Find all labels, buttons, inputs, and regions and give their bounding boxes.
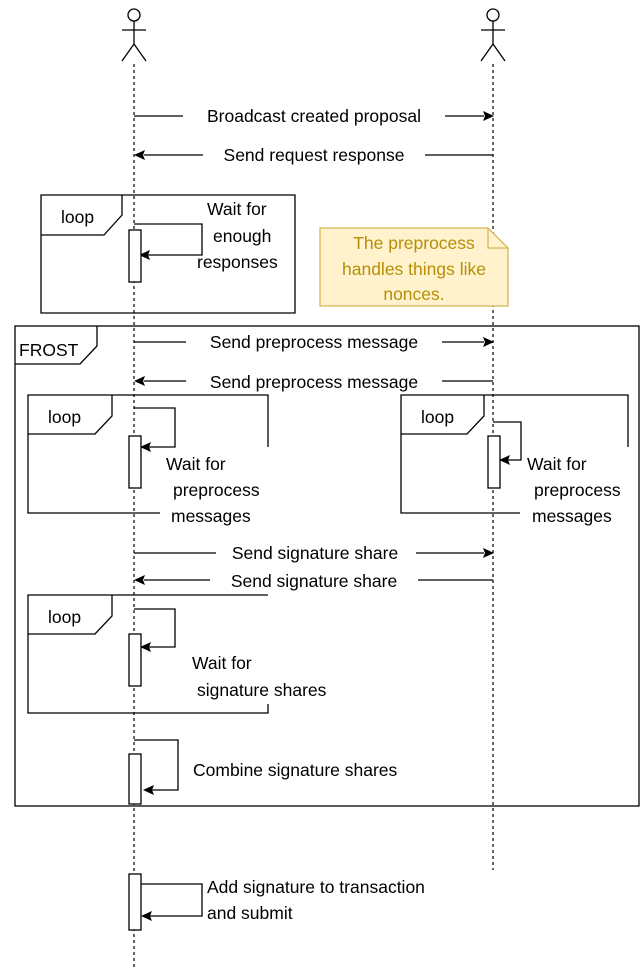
activation-bar — [128, 229, 142, 283]
note: The preprocess handles things like nonce… — [319, 227, 509, 307]
self-call-wait-shares: Wait for signature shares — [128, 608, 327, 700]
message-label: Send signature share — [232, 543, 398, 563]
message-broadcast: Broadcast created proposal — [134, 105, 494, 127]
self-call-label: messages — [532, 506, 612, 526]
self-call-combine: Combine signature shares — [128, 739, 398, 805]
self-call-label: enough — [213, 226, 271, 246]
message-label: Send request response — [224, 145, 405, 165]
loop-frame-preprocess-right: loop — [400, 394, 629, 514]
message-label: Send preprocess message — [210, 332, 418, 352]
message-preprocess-left: Send preprocess message — [134, 370, 493, 392]
self-call-label: preprocess — [173, 480, 260, 500]
note-box — [319, 227, 509, 307]
loop-label: loop — [421, 407, 454, 427]
activation-bar — [487, 435, 501, 489]
self-call-wait-preprocess-left: Wait for preprocess messages — [128, 407, 260, 526]
note-line-2: handles things like — [342, 259, 486, 279]
self-call-add-signature: Add signature to transaction and submit — [128, 873, 425, 931]
self-call-label: Combine signature shares — [193, 760, 398, 780]
message-share-right: Send signature share — [134, 542, 494, 564]
self-call-label: Wait for — [527, 454, 587, 474]
activation-bar — [128, 435, 142, 489]
activation-bar — [128, 753, 142, 805]
note-line-3: nonces. — [383, 284, 444, 304]
message-label: Send preprocess message — [210, 372, 418, 392]
self-call-wait-responses: Wait for enough responses — [128, 199, 278, 283]
loop-label: loop — [61, 207, 94, 227]
self-call-label: Wait for — [192, 653, 252, 673]
message-label: Broadcast created proposal — [207, 106, 421, 126]
loop-label: loop — [48, 407, 81, 427]
message-share-left: Send signature share — [134, 569, 493, 591]
activation-bar — [128, 873, 142, 931]
self-call-label: Wait for — [207, 199, 267, 219]
actor-right-icon — [480, 8, 506, 62]
loop-label: loop — [48, 607, 81, 627]
message-label: Send signature share — [231, 571, 397, 591]
message-request-response: Send request response — [134, 144, 493, 166]
loop-frame-responses: loop — [40, 194, 296, 314]
self-call-label: Wait for — [166, 454, 226, 474]
self-call-label: messages — [171, 506, 251, 526]
self-call-label: Add signature to transaction — [207, 877, 425, 897]
self-call-wait-preprocess-right: Wait for preprocess messages — [487, 421, 621, 526]
self-call-label: signature shares — [197, 680, 327, 700]
self-call-label: preprocess — [534, 480, 621, 500]
loop-frame-preprocess-left: loop — [27, 394, 269, 514]
actor-left-icon — [121, 8, 147, 62]
self-call-label: responses — [197, 252, 278, 272]
note-line-1: The preprocess — [353, 233, 475, 253]
self-call-label: and submit — [207, 903, 293, 923]
loop-frame-shares: loop — [27, 594, 269, 714]
message-preprocess-right: Send preprocess message — [134, 331, 494, 353]
frost-frame: FROST — [14, 325, 640, 807]
frost-label: FROST — [19, 340, 79, 360]
activation-bar — [128, 633, 142, 687]
